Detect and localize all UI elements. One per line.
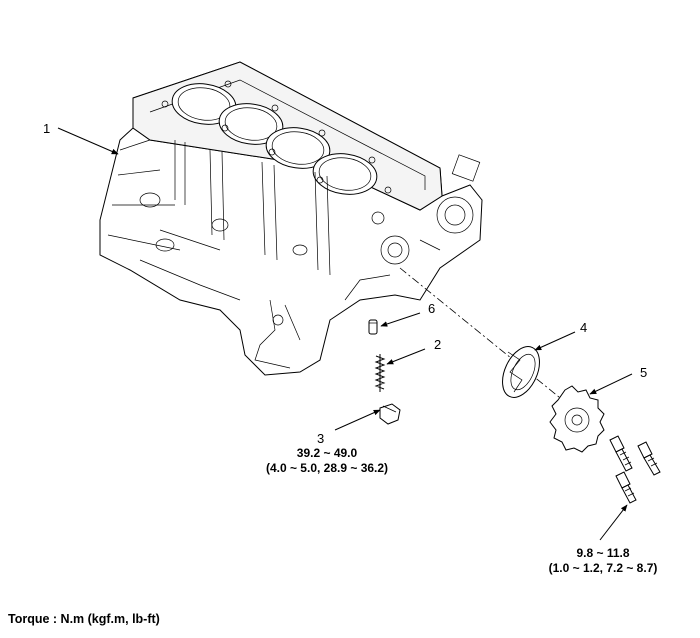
bolt-torque-nm: 9.8 ~ 11.8 xyxy=(576,546,630,560)
plug-torque-spec: 39.2 ~ 49.0 (4.0 ~ 5.0, 28.9 ~ 36.2) xyxy=(252,446,402,476)
bolt-c xyxy=(615,471,637,504)
relief-plug xyxy=(379,403,401,425)
outer-rotor xyxy=(502,346,540,398)
leader-2 xyxy=(386,348,426,365)
cylinder-block xyxy=(99,61,483,376)
deck-bolt-holes xyxy=(161,80,392,194)
leader-4 xyxy=(534,331,576,351)
leader-5 xyxy=(589,373,633,395)
bolt-torque-spec: 9.8 ~ 11.8 (1.0 ~ 1.2, 7.2 ~ 8.7) xyxy=(528,546,678,576)
cylinder-bores xyxy=(171,83,378,195)
leader-lines xyxy=(57,127,633,541)
pump-axis-line xyxy=(399,267,576,411)
dowel-pin xyxy=(368,319,378,335)
callout-2: 2 xyxy=(434,337,442,352)
leader-1 xyxy=(57,127,119,155)
bolt-a xyxy=(609,435,633,472)
callout-4: 4 xyxy=(580,320,588,335)
callout-3: 3 xyxy=(317,431,325,446)
pump-sprocket xyxy=(549,385,605,453)
leader-3 xyxy=(334,409,381,431)
pump-bolts xyxy=(609,435,661,504)
plug-torque-alt: (4.0 ~ 5.0, 28.9 ~ 36.2) xyxy=(265,461,389,475)
callout-1: 1 xyxy=(43,121,51,136)
plug-torque-nm: 39.2 ~ 49.0 xyxy=(296,446,358,460)
callout-5: 5 xyxy=(640,365,648,380)
relief-spring xyxy=(374,354,386,392)
leader-bolt xyxy=(599,504,628,541)
callout-6: 6 xyxy=(428,301,436,316)
leader-6 xyxy=(380,312,421,327)
bolt-torque-alt: (1.0 ~ 1.2, 7.2 ~ 8.7) xyxy=(548,561,658,575)
torque-units-note: Torque : N.m (kgf.m, lb-ft) xyxy=(8,612,160,626)
block-ribs xyxy=(107,139,481,369)
bolt-b xyxy=(637,441,661,476)
